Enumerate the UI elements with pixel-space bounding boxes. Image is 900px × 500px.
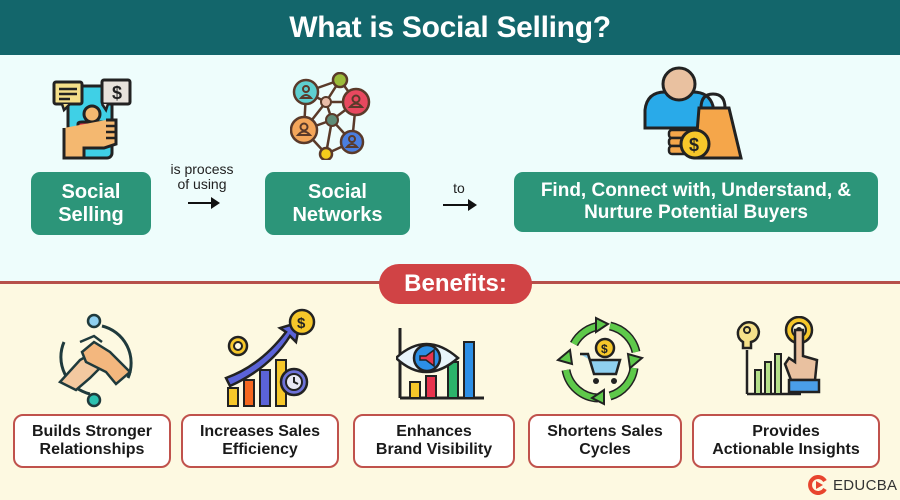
benefit-card-cycles: Shortens Sales Cycles (528, 414, 682, 468)
connector-line2: of using (177, 175, 227, 192)
educba-logo-text: EDUCBA (833, 476, 898, 494)
eye-chart-icon (396, 328, 484, 400)
handshake-icon (57, 313, 133, 408)
benefit-line1: Increases Sales (199, 422, 321, 440)
arrow-right-icon (443, 199, 477, 211)
svg-text:$: $ (601, 342, 608, 356)
network-icon (290, 72, 371, 160)
benefit-card-insights: Provides Actionable Insights (692, 414, 880, 468)
social-selling-box: Social Selling (31, 172, 151, 235)
educba-logo-icon (808, 475, 827, 495)
benefit-card-efficiency: Increases Sales Efficiency (181, 414, 339, 468)
benefit-card-relationships: Builds Stronger Relationships (13, 414, 171, 468)
benefit-line2: Brand Visibility (375, 441, 493, 458)
educba-logo: EDUCBA (808, 475, 897, 495)
benefit-line2: Efficiency (222, 441, 298, 458)
benefit-line1: Builds Stronger (31, 422, 152, 440)
svg-text:$: $ (112, 83, 122, 103)
benefit-line1: Provides (752, 422, 820, 440)
goal-line1: Find, Connect with, Understand, & (540, 180, 852, 202)
connector-to-text: to (453, 180, 465, 196)
title-banner: What is Social Selling? (0, 0, 900, 55)
benefits-heading: Benefits: (379, 264, 532, 304)
buyer-shopping-icon: $ (643, 66, 743, 160)
social-networks-box: Social Networks (265, 172, 410, 235)
benefit-line1: Shortens Sales (547, 422, 663, 440)
connector-line1: is process (170, 161, 234, 177)
connector-process-text: is process of using (162, 162, 242, 191)
arrow-right-icon (188, 197, 220, 209)
benefit-line2: Cycles (579, 441, 631, 458)
phone-chat-icon: $ (52, 78, 132, 160)
page-title: What is Social Selling? (289, 10, 611, 44)
benefit-line2: Actionable Insights (712, 441, 860, 458)
insight-touch-icon (736, 316, 821, 396)
svg-text:$: $ (689, 135, 699, 155)
goal-box: Find, Connect with, Understand, & Nurtur… (514, 172, 878, 232)
benefit-line1: Enhances (396, 422, 472, 440)
benefit-line2: Relationships (39, 441, 145, 458)
definition-section (0, 55, 900, 282)
cart-cycle-icon: $ (555, 316, 645, 406)
svg-text:$: $ (297, 315, 306, 332)
growth-chart-icon: $ (224, 308, 316, 407)
social-networks-label: Social Networks (292, 180, 383, 226)
social-selling-label: Social Selling (58, 180, 124, 226)
goal-line2: Nurture Potential Buyers (584, 202, 808, 223)
benefit-card-visibility: Enhances Brand Visibility (353, 414, 515, 468)
